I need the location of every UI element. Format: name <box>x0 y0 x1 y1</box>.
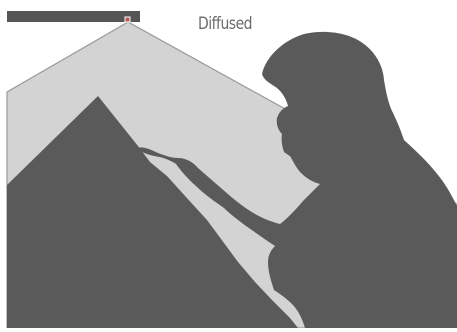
light-bulb-icon <box>125 17 130 22</box>
lighting-type-caption: Diffused <box>198 14 252 34</box>
light-source-bar-icon <box>7 11 140 22</box>
